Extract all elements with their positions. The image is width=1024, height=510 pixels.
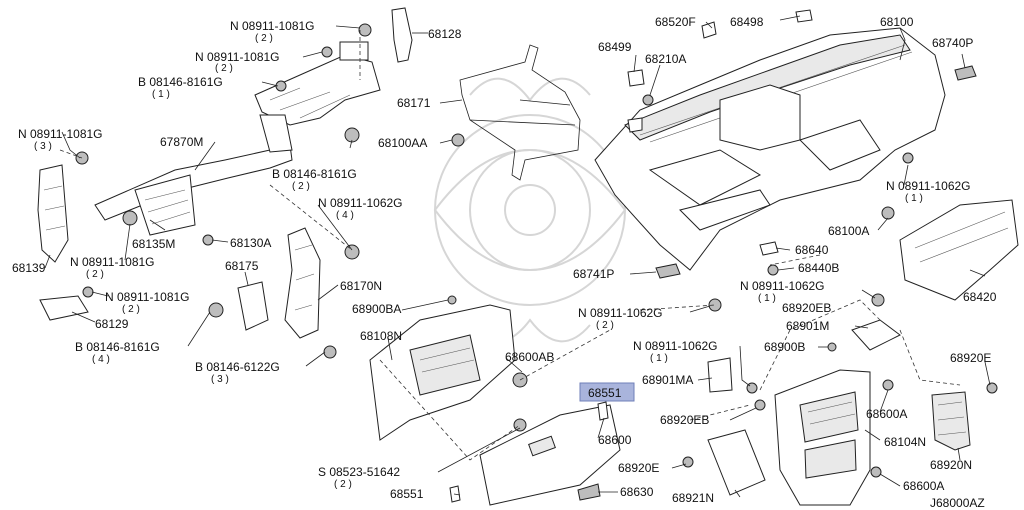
- callout-68100A[interactable]: 68100A: [828, 224, 869, 238]
- callout-68175[interactable]: 68175: [225, 259, 259, 273]
- callout-68901M[interactable]: 68901M: [786, 319, 829, 333]
- qty-3-b: ( 3 ): [211, 374, 229, 385]
- diagram-code: J68000AZ: [930, 496, 985, 510]
- leader-lines: [44, 15, 991, 498]
- callout-68741P[interactable]: 68741P: [573, 267, 614, 281]
- callout-68600AB[interactable]: 68600AB: [505, 350, 554, 364]
- bracket-68171: [451, 44, 581, 181]
- callout-68440B[interactable]: 68440B: [798, 261, 839, 275]
- callout-68129[interactable]: 68129: [95, 317, 129, 331]
- callout-68135M[interactable]: 68135M: [132, 237, 175, 251]
- instrument-panel-68100: [594, 27, 946, 312]
- bracket-68170N: [208, 227, 360, 359]
- callout-08146-8161G-a[interactable]: B 08146-8161G: [138, 75, 223, 89]
- callout-08911-1062G-d[interactable]: N 08911-1062G: [740, 279, 825, 293]
- callout-08911-1062G-b[interactable]: N 08911-1062G: [886, 179, 971, 193]
- callout-68920N[interactable]: 68920N: [930, 458, 972, 472]
- panel-68420: [899, 199, 1019, 301]
- callout-68170N[interactable]: 68170N: [340, 279, 382, 293]
- callout-08911-1081G-d[interactable]: N 08911-1081G: [70, 255, 155, 269]
- qty-4-b: ( 4 ): [92, 354, 110, 365]
- callout-68130A[interactable]: 68130A: [230, 236, 271, 250]
- qty-4-a: ( 4 ): [336, 210, 354, 221]
- callout-08911-1062G-e[interactable]: N 08911-1062G: [633, 339, 718, 353]
- callout-68171[interactable]: 68171: [397, 96, 431, 110]
- qty-1-a: ( 1 ): [152, 89, 170, 100]
- callout-08146-6122G[interactable]: B 08146-6122G: [195, 360, 280, 374]
- callout-68100[interactable]: 68100: [880, 15, 914, 29]
- callout-08911-1081G-b[interactable]: N 08911-1081G: [195, 50, 280, 64]
- callout-08911-1062G-c[interactable]: N 08911-1062G: [578, 306, 663, 320]
- callout-68210A[interactable]: 68210A: [645, 52, 686, 66]
- callout-08523-51642[interactable]: S 08523-51642: [318, 465, 400, 479]
- callout-08911-1062G-a[interactable]: N 08911-1062G: [318, 196, 403, 210]
- side-panel-68920N: [931, 382, 998, 451]
- callout-68600[interactable]: 68600: [598, 433, 632, 447]
- clip-68129: [39, 286, 94, 321]
- qty-1-b: ( 1 ): [905, 193, 923, 204]
- callout-67870M[interactable]: 67870M: [160, 135, 203, 149]
- highlight-68551: [579, 382, 635, 402]
- callout-68498[interactable]: 68498: [730, 15, 764, 29]
- qty-2-f: ( 2 ): [334, 479, 352, 490]
- steering-member-bracket: [254, 7, 413, 143]
- callout-68104N[interactable]: 68104N: [884, 435, 926, 449]
- callout-labels: N 08911-1081G ( 2 ) 68128 N 08911-1081G …: [12, 15, 997, 510]
- callout-68900B[interactable]: 68900B: [764, 340, 805, 354]
- callout-68499[interactable]: 68499: [598, 40, 632, 54]
- qty-2-b: ( 2 ): [215, 63, 233, 74]
- pad-68741P: [655, 263, 681, 279]
- callout-68900BA[interactable]: 68900BA: [352, 302, 401, 316]
- callout-68921N[interactable]: 68921N: [672, 491, 714, 505]
- glove-box-68600: [449, 401, 621, 506]
- callout-68551[interactable]: 68551: [390, 487, 424, 501]
- callout-68630[interactable]: 68630: [620, 485, 654, 499]
- center-cluster-68104N: [774, 369, 894, 506]
- qty-3-a: ( 3 ): [34, 141, 52, 152]
- cover-68921N: [682, 429, 766, 496]
- lower-panel-68108N: [369, 295, 528, 441]
- callout-08911-1081G-a[interactable]: N 08911-1081G: [230, 19, 315, 33]
- qty-2-e: ( 2 ): [122, 304, 140, 315]
- callout-68128[interactable]: 68128: [428, 27, 462, 41]
- qty-2-c: ( 2 ): [292, 181, 310, 192]
- qty-2-a: ( 2 ): [255, 33, 273, 44]
- callout-68520F[interactable]: 68520F: [655, 15, 696, 29]
- callout-08911-1081G-e[interactable]: N 08911-1081G: [105, 290, 190, 304]
- callout-68420[interactable]: 68420: [963, 290, 997, 304]
- callout-68600A-a[interactable]: 68600A: [866, 407, 907, 421]
- callout-08146-8161G-b[interactable]: B 08146-8161G: [272, 167, 357, 181]
- qty-2-d: ( 2 ): [86, 269, 104, 280]
- pad-68740P: [954, 65, 977, 81]
- callout-68600A-b[interactable]: 68600A: [903, 479, 944, 493]
- bracket-68139: [37, 151, 89, 263]
- watermark-emblem: [433, 77, 627, 343]
- clip-68640: [759, 241, 779, 276]
- callout-68740P[interactable]: 68740P: [932, 36, 973, 50]
- clip-68520F: [701, 21, 717, 39]
- callout-68551-highlighted[interactable]: 68551: [588, 386, 622, 400]
- qty-2-g: ( 2 ): [596, 320, 614, 331]
- callout-68920EB-b[interactable]: 68920EB: [660, 413, 709, 427]
- callout-68920EB-a[interactable]: 68920EB: [782, 301, 831, 315]
- screw-68210A: [642, 94, 654, 106]
- callout-08146-8161G-c[interactable]: B 08146-8161G: [75, 340, 160, 354]
- qty-1-d: ( 1 ): [650, 353, 668, 364]
- clip-68499: [627, 69, 645, 133]
- steering-member-bar-67870M: [94, 114, 293, 246]
- callout-68920E-b[interactable]: 68920E: [618, 461, 659, 475]
- callout-68139[interactable]: 68139: [12, 261, 46, 275]
- bracket-68901MA: [707, 357, 766, 411]
- callout-68100AA[interactable]: 68100AA: [378, 136, 427, 150]
- callout-68920E-a[interactable]: 68920E: [950, 351, 991, 365]
- bracket-68901M: [827, 293, 901, 352]
- callout-68108N[interactable]: 68108N: [360, 329, 402, 343]
- qty-1-c: ( 1 ): [758, 293, 776, 304]
- callout-08911-1081G-c[interactable]: N 08911-1081G: [18, 127, 103, 141]
- callout-68901MA[interactable]: 68901MA: [642, 373, 693, 387]
- clip-68498: [795, 9, 813, 23]
- callout-68640[interactable]: 68640: [795, 243, 829, 257]
